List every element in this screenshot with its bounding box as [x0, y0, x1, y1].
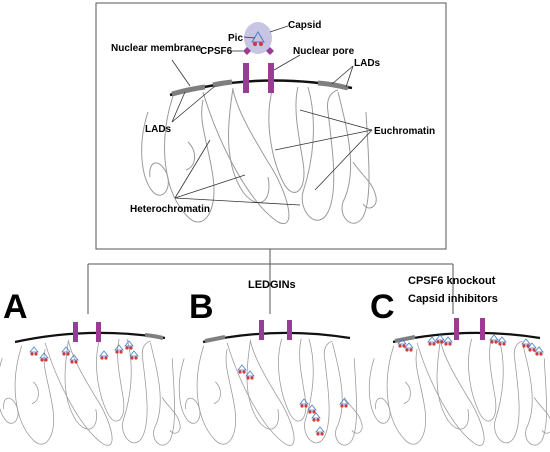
panel-a-membrane — [14, 331, 166, 344]
euchromatin-leader-1 — [299, 109, 373, 131]
label-heterochromatin: Heterochromatin — [130, 204, 210, 215]
panel-c-lad — [394, 335, 416, 343]
label-nuclear-pore: Nuclear pore — [293, 46, 355, 57]
euchromatin-leader-3 — [314, 129, 373, 191]
pic-leader — [243, 36, 256, 39]
panel-c-provirus — [521, 338, 531, 348]
panel-b-letter: B — [189, 288, 214, 326]
label-nuclear-membrane: Nuclear membrane — [111, 43, 201, 54]
panel-c-provirus — [527, 342, 537, 352]
panel-a-chromatin — [0, 338, 181, 446]
top-panel-frame — [95, 2, 447, 250]
panel-c-provirus — [427, 336, 437, 346]
panel-a-provirus — [39, 352, 49, 362]
pic-icon — [251, 31, 265, 43]
top-panel: Pic Capsid Nuclear membrane CPSF6 Nuclea… — [95, 2, 447, 250]
panel-connectors — [87, 249, 454, 314]
panel-a-provirus — [99, 350, 109, 360]
panel-a-proviruses — [29, 340, 139, 364]
panel-c-chromatin — [368, 338, 550, 446]
lads-left-leader-1 — [171, 91, 186, 123]
label-lads-left: LADs — [145, 124, 172, 135]
panel-c: C CPSF6 knockout Capsid inhibitors — [368, 275, 550, 446]
lads-left-leader-2 — [171, 85, 216, 123]
panel-b-provirus — [339, 398, 349, 408]
panel-c-caption-line-2: Capsid inhibitors — [408, 293, 498, 305]
heterochromatin-leader-2 — [174, 174, 246, 199]
panel-a-letter: A — [3, 288, 28, 326]
panel-b-provirus — [307, 404, 317, 414]
panel-c-pore-left — [454, 318, 459, 340]
panel-b-pore-left — [259, 320, 264, 340]
heterochromatin-leader-3 — [174, 197, 301, 206]
cpsf6-icon-right — [266, 47, 274, 55]
panel-c-provirus — [443, 336, 453, 346]
panel-a-provirus — [129, 350, 139, 360]
panel-c-provirus — [489, 334, 499, 344]
panel-c-proviruses — [397, 334, 544, 356]
panel-a: A — [0, 288, 181, 446]
panel-c-provirus — [404, 342, 414, 352]
pic-dot-1 — [253, 42, 257, 46]
top-pore-left — [243, 63, 249, 93]
panel-b-provirus — [315, 426, 325, 436]
capsid-leader — [269, 25, 289, 33]
panel-a-pore-right — [96, 322, 101, 342]
label-pic: Pic — [228, 33, 243, 44]
label-euchromatin: Euchromatin — [374, 126, 435, 137]
panel-c-provirus — [534, 346, 544, 356]
panel-a-provirus — [61, 346, 71, 356]
capsid-shape — [244, 22, 272, 54]
panel-b-lad — [204, 335, 226, 343]
panel-b-proviruses — [237, 364, 349, 436]
pic-dot-2 — [259, 42, 263, 46]
top-lad-3 — [317, 80, 349, 91]
lads-right-leader-2 — [345, 65, 354, 88]
top-pore-right — [268, 63, 274, 93]
panel-b-provirus — [237, 364, 247, 374]
panel-b-provirus — [299, 398, 309, 408]
panel-a-pore-left — [73, 322, 78, 342]
label-lads-right: LADs — [354, 58, 381, 69]
panel-b-provirus — [245, 370, 255, 380]
panel-b: B LEDGINs — [178, 279, 363, 446]
cpsf6-icon-left — [243, 47, 251, 55]
label-cpsf6: CPSF6 — [200, 46, 233, 57]
top-lad-1 — [171, 84, 206, 97]
panel-c-provirus — [497, 336, 507, 346]
nuclear-pore-leader — [273, 54, 301, 71]
panel-a-provirus — [114, 344, 124, 354]
panel-a-provirus — [69, 354, 79, 364]
panel-a-provirus — [29, 346, 39, 356]
panel-a-provirus — [124, 340, 134, 350]
panel-a-lad — [144, 333, 164, 340]
panel-b-caption-line-1: LEDGINs — [248, 279, 296, 291]
panel-c-provirus — [435, 334, 445, 344]
panel-b-chromatin — [178, 338, 363, 446]
panel-b-provirus — [311, 412, 321, 422]
euchromatin-leader-2 — [274, 129, 373, 151]
nuclear-membrane-leader — [171, 59, 191, 87]
panel-b-pore-right — [287, 320, 292, 340]
panel-c-pore-right — [480, 318, 485, 340]
lads-right-leader-1 — [331, 65, 354, 85]
heterochromatin-leader-1 — [174, 139, 211, 199]
panel-c-letter: C — [370, 288, 395, 326]
panel-c-provirus — [397, 338, 407, 348]
label-capsid: Capsid — [288, 20, 321, 31]
top-lad-2 — [212, 79, 233, 88]
panel-c-caption-line-1: CPSF6 knockout — [408, 275, 496, 287]
